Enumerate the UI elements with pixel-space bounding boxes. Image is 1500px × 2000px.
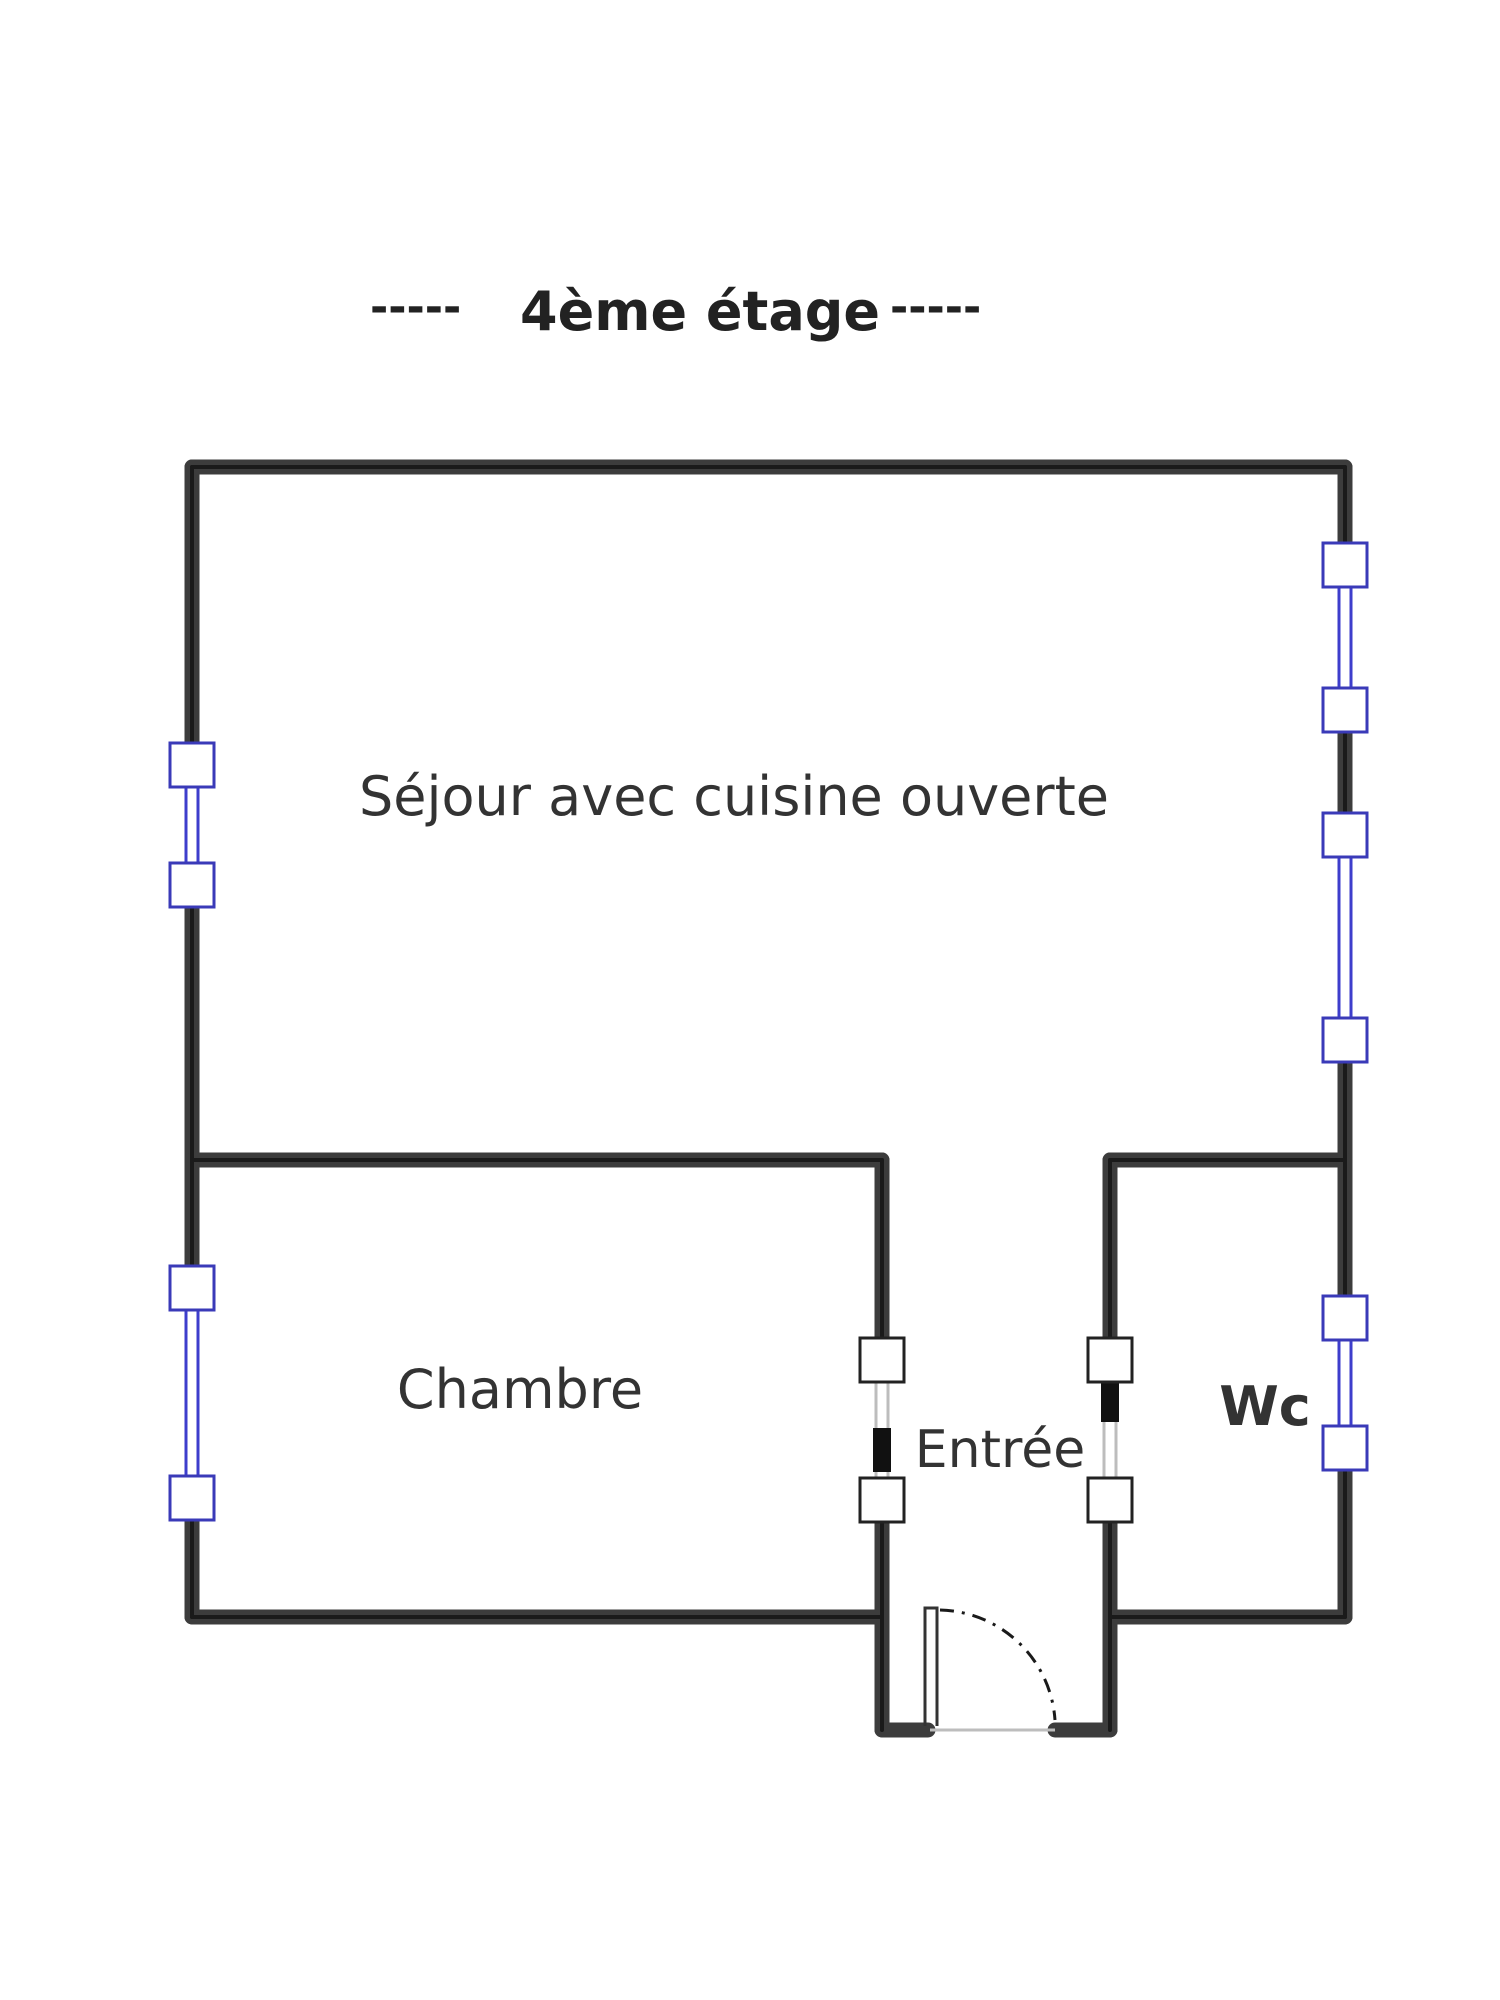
handle-door-chambre-bottom[interactable] [858, 1476, 906, 1524]
room-label-sejour: Séjour avec cuisine ouverte [359, 765, 1109, 828]
handle-left-chambre-bottom[interactable] [168, 1474, 216, 1522]
handle-door-wc-top[interactable] [1086, 1336, 1134, 1384]
handle-right-wc-bottom[interactable] [1321, 1424, 1369, 1472]
room-label-entree: Entrée [915, 1420, 1085, 1480]
handle-right-middle-top[interactable] [1321, 811, 1369, 859]
handles[interactable] [168, 541, 1369, 1524]
handle-right-upper-top[interactable] [1321, 541, 1369, 589]
window-right-upper [1337, 565, 1353, 710]
handle-right-middle-bottom[interactable] [1321, 1016, 1369, 1064]
door-swing-arc [939, 1608, 1057, 1721]
windows [184, 565, 1353, 1498]
handle-door-chambre-top[interactable] [858, 1336, 906, 1384]
handle-right-wc-top[interactable] [1321, 1294, 1369, 1342]
handle-left-chambre-top[interactable] [168, 1264, 216, 1312]
floor-title: 4ème étage [520, 280, 880, 343]
window-left-chambre [184, 1288, 200, 1498]
handle-right-upper-bottom[interactable] [1321, 686, 1369, 734]
wall-cores [190, 465, 1347, 1732]
room-label-wc: Wc [1219, 1375, 1311, 1438]
door-leaf [923, 1606, 939, 1726]
handle-left-sejour-top[interactable] [168, 741, 216, 789]
room-label-chambre: Chambre [397, 1358, 643, 1421]
entrance-door [923, 1606, 1057, 1732]
title-left-dash: ----- [370, 282, 461, 333]
handle-door-wc-bottom[interactable] [1086, 1476, 1134, 1524]
handle-left-sejour-bottom[interactable] [168, 861, 216, 909]
title-right-dash: ----- [890, 282, 981, 333]
window-right-middle [1337, 835, 1353, 1040]
walls [184, 459, 1353, 1738]
